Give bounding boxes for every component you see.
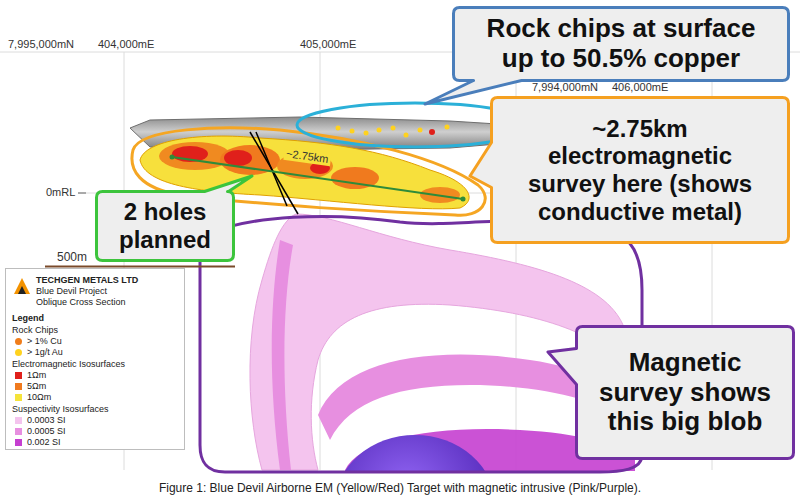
- legend-swatch: [15, 338, 22, 345]
- axis-label: 404,000mE: [98, 38, 154, 51]
- callout-box: 2 holes planned: [95, 190, 235, 262]
- rl-tick: [78, 193, 86, 194]
- axis-label: 405,000mE: [300, 38, 356, 51]
- legend-text: 0.0005 SI: [27, 426, 66, 437]
- legend-swatch: [15, 417, 22, 424]
- callout-text: Rock chips at surface up to 50.5% copper: [471, 14, 771, 74]
- legend-swatch: [15, 428, 22, 435]
- figure-caption: Figure 1: Blue Devil Airborne EM (Yellow…: [0, 481, 800, 495]
- callout-outline: [425, 8, 789, 105]
- legend-swatch: [15, 372, 22, 379]
- legend-text: 10Ωm: [27, 392, 51, 403]
- legend-text: 5Ωm: [27, 381, 46, 392]
- legend-panel: TECHGEN METALS LTDBlue Devil ProjectObli…: [5, 268, 185, 450]
- callout-text: Magnetic survey shows this big blob: [590, 348, 780, 438]
- axis-label: 406,000mE: [612, 81, 668, 94]
- axis-label: 7,994,000mN: [532, 81, 598, 94]
- rock-chip-dots: [336, 125, 450, 138]
- legend-heading: Legend: [12, 313, 44, 324]
- section-name: Oblique Cross Section: [36, 297, 126, 308]
- project-name: Blue Devil Project: [36, 286, 107, 297]
- callout-box: Magnetic survey shows this big blob: [575, 325, 795, 460]
- callout-box: Rock chips at surface up to 50.5% copper: [452, 6, 790, 82]
- legend-group: Rock Chips: [12, 325, 58, 336]
- callout-text: ~2.75km electromagnetic survey here (sho…: [515, 115, 765, 225]
- legend-text: 0.0003 SI: [27, 415, 66, 426]
- legend-text: 1Ωm: [27, 370, 46, 381]
- legend-group: Electromagnetic Isosurfaces: [12, 359, 125, 370]
- company-logo: [12, 276, 32, 296]
- callout-outline: [97, 176, 253, 261]
- legend-text: > 1% Cu: [27, 336, 62, 347]
- callout-box: ~2.75km electromagnetic survey here (sho…: [490, 96, 790, 244]
- legend-swatch: [15, 439, 22, 446]
- drill-holes: [250, 132, 298, 214]
- grid: [0, 52, 800, 470]
- axis-label: 7,995,000mN: [8, 38, 74, 51]
- legend-text: 0.002 SI: [27, 437, 61, 448]
- legend-group: Suspectivity Isosurfaces: [12, 404, 109, 415]
- legend-swatch: [15, 349, 22, 356]
- legend-text: > 1g/t Au: [27, 347, 63, 358]
- scale-label: 500m: [57, 250, 87, 264]
- legend-swatch: [15, 394, 22, 401]
- legend-swatch: [15, 383, 22, 390]
- axis-label: 0mRL: [46, 186, 75, 199]
- callout-text: 2 holes planned: [105, 198, 225, 253]
- callout-outline: [548, 327, 794, 459]
- callout-outline: [470, 98, 789, 243]
- company-name: TECHGEN METALS LTD: [36, 275, 138, 286]
